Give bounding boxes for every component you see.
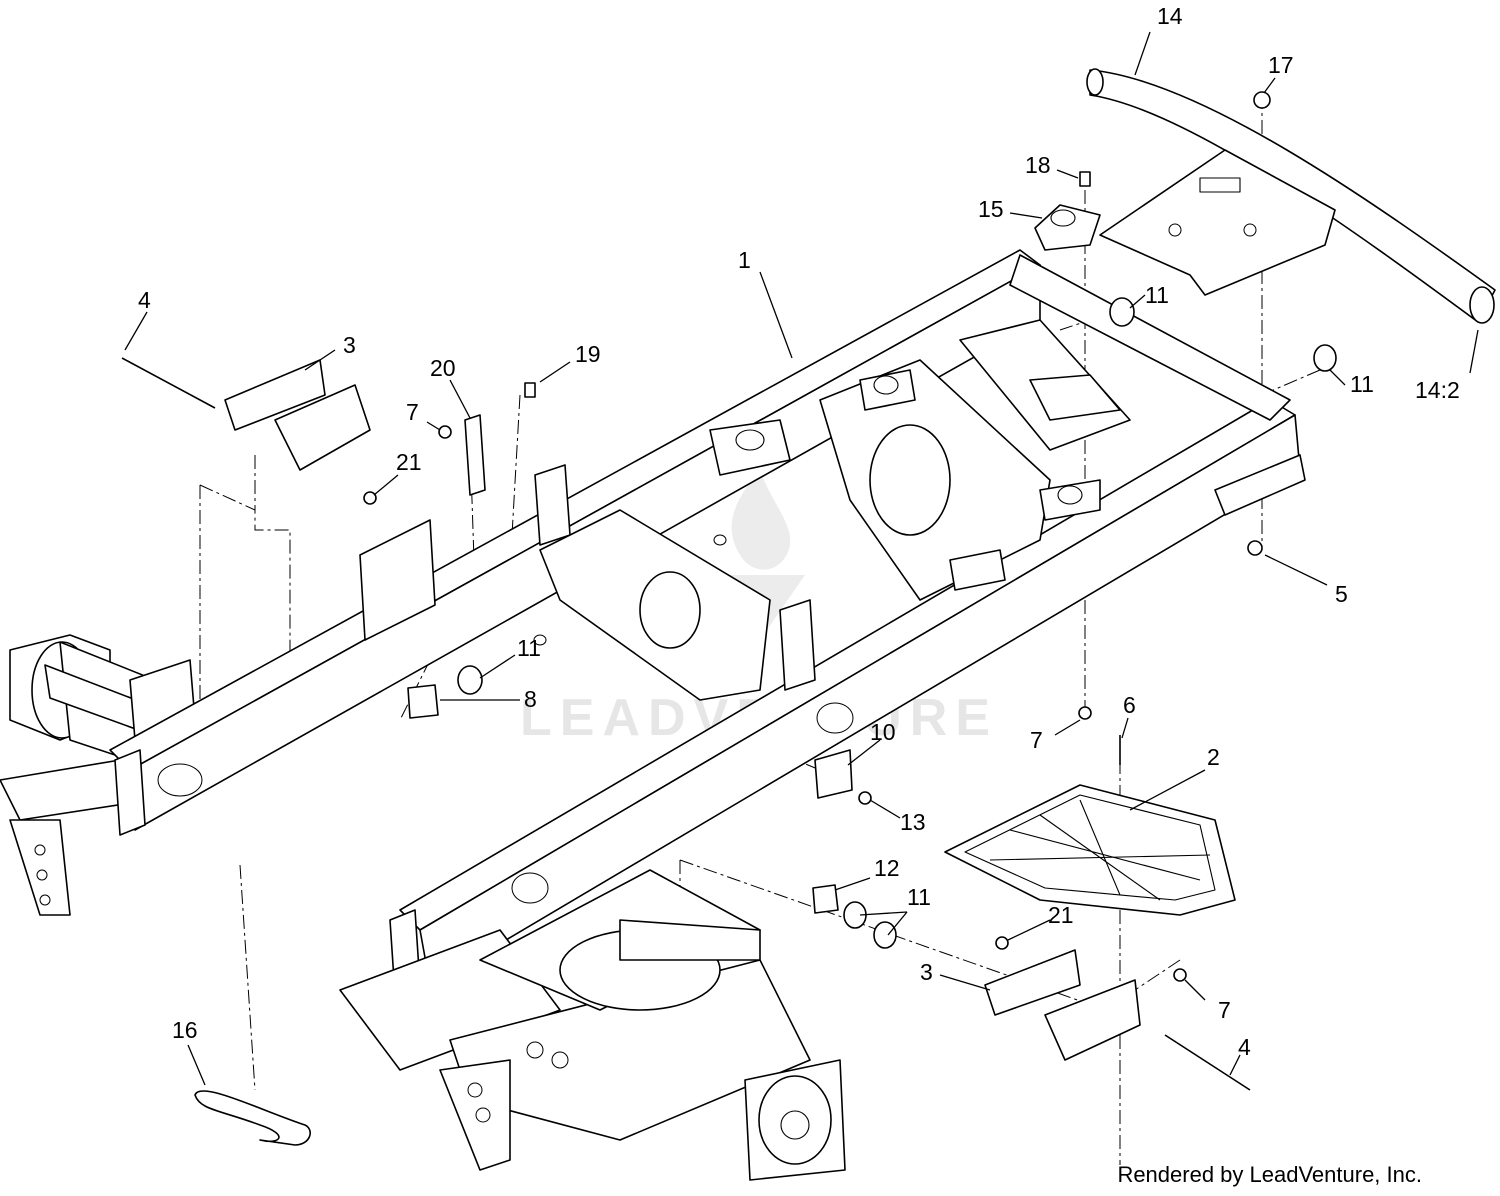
callout-17[interactable]: 17 <box>1268 52 1294 78</box>
callout-21-lower[interactable]: 21 <box>1048 902 1074 928</box>
callout-21-upper[interactable]: 21 <box>396 449 422 475</box>
credit-text: Rendered by LeadVenture, Inc. <box>1117 1162 1422 1187</box>
rear-mount-structure <box>339 869 846 1181</box>
callout-4-upper[interactable]: 4 <box>138 287 151 313</box>
callout-7-upper[interactable]: 7 <box>406 399 419 425</box>
callout-11-d[interactable]: 11 <box>907 884 931 910</box>
callout-labels: 1 2 3 3 4 4 5 6 7 7 7 8 10 11 11 11 11 1… <box>138 3 1460 1060</box>
callout-20[interactable]: 20 <box>430 355 456 381</box>
callout-14-2[interactable]: 14:2 <box>1415 377 1460 403</box>
front-axle-tube <box>0 634 196 916</box>
callout-8[interactable]: 8 <box>524 686 537 712</box>
hardware <box>194 91 1337 1146</box>
iso-mount <box>1034 204 1101 251</box>
callout-10[interactable]: 10 <box>870 719 896 745</box>
callout-12[interactable]: 12 <box>874 855 900 881</box>
watermark-flame-icon <box>731 470 791 570</box>
callout-19[interactable]: 19 <box>575 341 601 367</box>
frame-cross-structure <box>534 319 1306 701</box>
callout-5[interactable]: 5 <box>1335 581 1348 607</box>
rod-lower <box>1164 1034 1251 1091</box>
callout-11-b[interactable]: 11 <box>1350 371 1374 397</box>
callout-7-mid[interactable]: 7 <box>1030 727 1043 753</box>
callout-7-lower[interactable]: 7 <box>1218 997 1231 1023</box>
callout-14[interactable]: 14 <box>1157 3 1183 29</box>
callout-6[interactable]: 6 <box>1123 692 1136 718</box>
bracket-upper-left <box>224 359 371 471</box>
callout-11-c[interactable]: 11 <box>517 635 541 661</box>
callout-16[interactable]: 16 <box>172 1017 198 1043</box>
callout-3-upper[interactable]: 3 <box>343 332 356 358</box>
rear-handle-bar <box>1086 68 1496 324</box>
rod-upper <box>121 357 216 409</box>
callout-18[interactable]: 18 <box>1025 152 1051 178</box>
callout-13[interactable]: 13 <box>900 809 926 835</box>
callout-1[interactable]: 1 <box>738 247 751 273</box>
callout-11-a[interactable]: 11 <box>1145 282 1169 308</box>
callout-2[interactable]: 2 <box>1207 744 1220 770</box>
foot-platform <box>944 784 1236 916</box>
callout-3-lower[interactable]: 3 <box>920 959 933 985</box>
callout-4-lower[interactable]: 4 <box>1238 1034 1251 1060</box>
bracket-lower-right <box>984 949 1141 1061</box>
callout-15[interactable]: 15 <box>978 196 1004 222</box>
leader-lines <box>124 31 1479 1086</box>
